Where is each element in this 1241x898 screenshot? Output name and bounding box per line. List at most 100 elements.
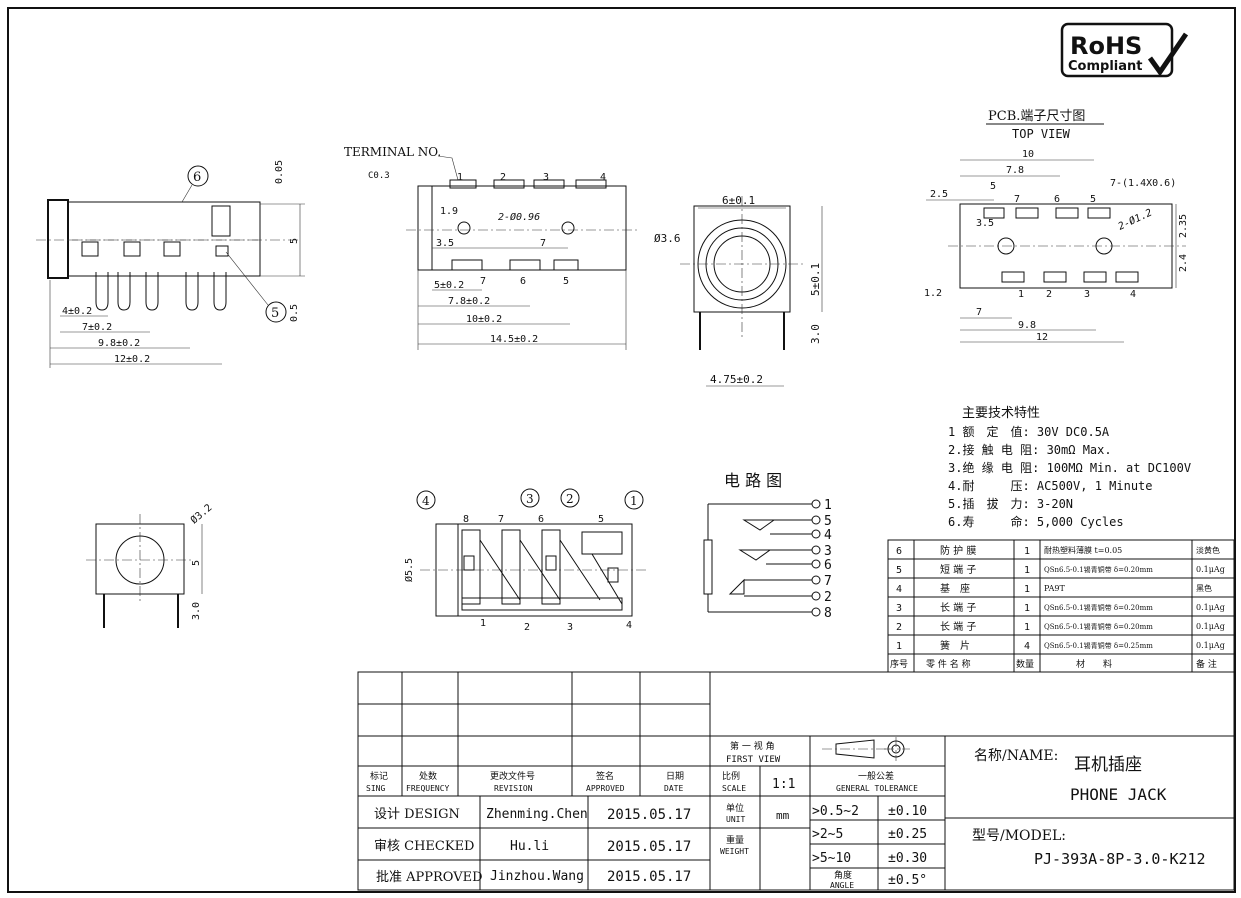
tb-approved-cn: 签名 <box>596 770 614 782</box>
dim-5-end: 5±0.1 <box>809 263 822 296</box>
tb-freq-cn: 处数 <box>419 770 437 782</box>
tb-design-date: 2015.05.17 <box>607 807 691 823</box>
bom-name: 防 护 膜 <box>940 544 976 557</box>
pin-5-bottom: 5 <box>563 276 569 287</box>
int-pin-7: 7 <box>498 514 504 525</box>
small-end-view: Ø3.2 5 3.0 <box>86 502 214 628</box>
circuit-title: 电 路 图 <box>724 471 782 490</box>
tb-approve-name: Jinzhou.Wang <box>490 869 584 884</box>
internal-callouts: 4 3 2 1 <box>416 488 644 510</box>
dim-7-8: 7.8±0.2 <box>448 296 490 307</box>
int-pin-1: 1 <box>480 618 486 629</box>
tb-model-label: 型号/MODEL: <box>972 828 1066 844</box>
circuit-pin-3: 3 <box>824 544 832 559</box>
first-angle-projection-icon <box>822 737 910 761</box>
bom-name: 长 端 子 <box>940 601 976 614</box>
dim-6: 6±0.1 <box>722 194 755 207</box>
int-pin-6: 6 <box>538 514 544 525</box>
bom-material: 耐热塑料薄膜 t=0.05 <box>1044 545 1122 555</box>
dim-1-9: 1.9 <box>440 206 458 217</box>
tb-unit-value: mm <box>776 809 790 822</box>
tb-tolerance-en: GENERAL TOLERANCE <box>836 784 918 793</box>
dim-0-5: 0.5 <box>289 304 300 322</box>
pcb-dim-10: 10 <box>1022 149 1034 160</box>
spec-item-1: 1 额 定 值: 30V DC0.5A <box>948 424 1110 439</box>
pcb-dim-pads: 7-(1.4X0.6) <box>1110 178 1176 189</box>
bom-remark: 0.1μAg <box>1196 641 1225 650</box>
bom-name: 长 端 子 <box>940 620 976 633</box>
compliant-text: Compliant <box>1068 59 1142 74</box>
int-pin-5: 5 <box>598 514 604 525</box>
pcb-pin-3: 3 <box>1084 289 1090 300</box>
bom-table: 6 防 护 膜 1 耐热塑料薄膜 t=0.05 淡黄色 5 短 端 子 1 QS… <box>887 539 1235 673</box>
dim-4-75: 4.75±0.2 <box>710 373 763 386</box>
bom-no: 5 <box>896 565 902 576</box>
tb-tol-range: >0.5~2 <box>812 804 859 819</box>
pin-1-top: 1 <box>457 172 463 183</box>
bom-qty: 4 <box>1024 641 1030 652</box>
bom-remark: 0.1μAg <box>1196 622 1225 631</box>
tb-checked-label: 审核 CHECKED <box>374 839 474 854</box>
title-block: 标记 SING 处数 FREQUENCY 更改文件号 REVISION 签名 A… <box>357 671 1235 891</box>
bom-remark: 黑色 <box>1196 583 1212 593</box>
callout-5: 5 <box>271 306 279 321</box>
pcb-dim-12: 12 <box>1036 332 1048 343</box>
bom-no: 2 <box>896 622 902 633</box>
bom-qty: 1 <box>1024 622 1030 633</box>
pcb-dim-2-4: 2.4 <box>1178 254 1189 272</box>
pcb-dim-3-5: 3.5 <box>976 218 994 229</box>
tb-sign-en: SING <box>366 784 385 793</box>
int-pin-8: 8 <box>463 514 469 525</box>
tb-tol-angle: ±0.5° <box>888 873 927 888</box>
pcb-dim-7: 7 <box>1014 194 1020 205</box>
bom-name: 簧 片 <box>940 639 970 652</box>
dim-3-5: 3.5 <box>436 238 454 249</box>
bom-material: QSn6.5-0.1锡青铜带 δ=0.20mm <box>1044 603 1153 612</box>
front-view: TERMINAL NO. C0.3 1 2 3 4 1.9 2-Ø0.96 7 … <box>344 145 640 350</box>
circuit-pin-4: 4 <box>824 528 832 543</box>
tb-tolerance-cn: 一般公差 <box>858 770 894 782</box>
pcb-dim-holes: 2-Ø1.2 <box>1116 207 1154 233</box>
bom-material: PA9T <box>1044 584 1066 593</box>
bom-remark: 0.1μAg <box>1196 565 1225 574</box>
tb-unit-en: UNIT <box>726 815 745 824</box>
tb-tol-value: ±0.30 <box>888 851 927 866</box>
small-dim-3: 3.0 <box>191 602 202 620</box>
bom-name: 短 端 子 <box>940 563 976 576</box>
pcb-dim-2-35: 2.35 <box>1178 214 1189 238</box>
tb-name-cn: 耳机插座 <box>1074 755 1142 775</box>
tb-checked-date: 2015.05.17 <box>607 839 691 855</box>
callout-1: 1 <box>630 494 638 508</box>
dim-dia-3-6: Ø3.6 <box>654 232 681 245</box>
pin-7-bottom: 7 <box>480 276 486 287</box>
dim-0-05: 0.05 <box>274 160 285 184</box>
pin-2-top: 2 <box>500 172 506 183</box>
tb-date-en: DATE <box>664 784 683 793</box>
tb-design-name: Zhenming.Chen <box>486 807 588 822</box>
dim-12: 12±0.2 <box>114 354 150 365</box>
top-view-label: TOP VIEW <box>1012 127 1071 141</box>
chamfer-label: C0.3 <box>368 171 390 181</box>
dim-5-front: 5±0.2 <box>434 280 464 291</box>
spec-item-4: 4.耐 压: AC500V, 1 Minute <box>948 479 1153 493</box>
pcb-dim-7-8: 7.8 <box>1006 165 1024 176</box>
pin-4-top: 4 <box>600 172 606 183</box>
dim-7: 7±0.2 <box>82 322 112 333</box>
int-pin-4: 4 <box>626 620 632 631</box>
tb-first-view-en: FIRST VIEW <box>726 755 781 765</box>
pcb-dim-2-5: 2.5 <box>930 189 948 200</box>
tb-date-cn: 日期 <box>666 771 684 782</box>
dim-2-holes: 2-Ø0.96 <box>498 211 540 223</box>
tb-angle-en: ANGLE <box>830 881 854 890</box>
dim-9-8: 9.8±0.2 <box>98 338 140 349</box>
bom-header-remark: 备 注 <box>1196 658 1217 670</box>
tb-scale-cn: 比例 <box>722 770 740 782</box>
bom-remark: 淡黄色 <box>1196 545 1220 555</box>
circuit-pin-8: 8 <box>824 606 832 621</box>
bom-header-name: 零 件 名 称 <box>926 658 971 670</box>
bom-qty: 1 <box>1024 603 1030 614</box>
int-pin-2: 2 <box>524 622 530 633</box>
tb-approve-label: 批准 APPROVED <box>376 870 483 885</box>
pcb-pin-4: 4 <box>1130 289 1136 300</box>
callout-4: 4 <box>422 494 430 508</box>
